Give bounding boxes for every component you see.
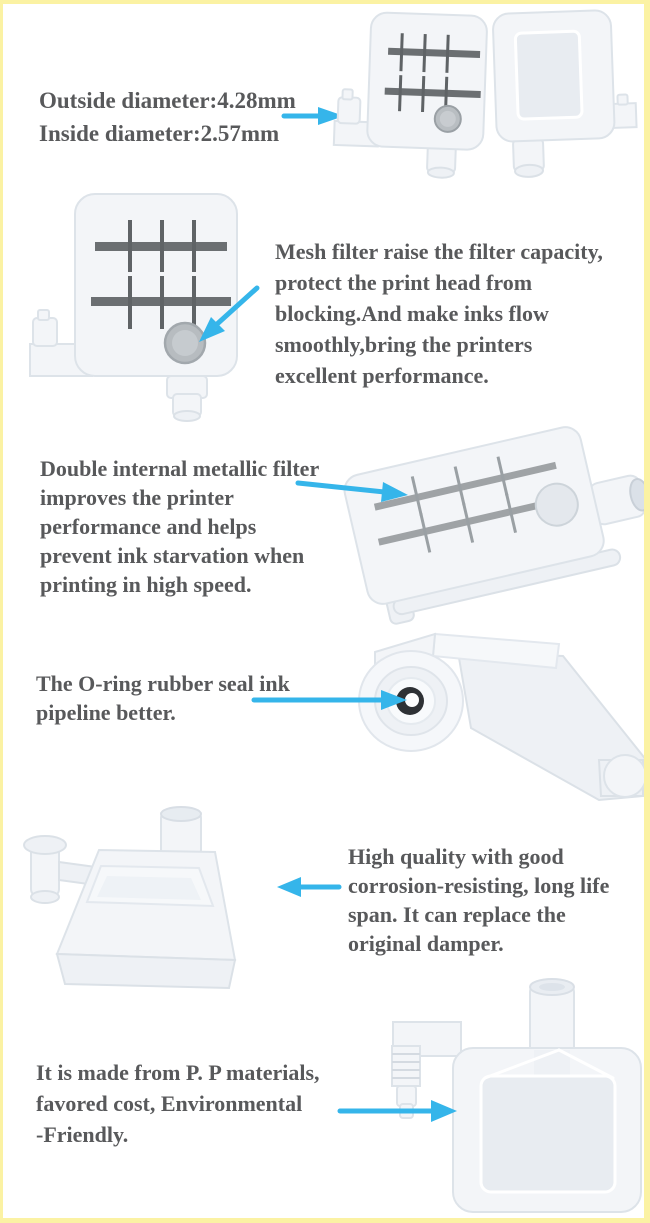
text-line: Double internal metallic filter — [40, 456, 320, 481]
damper-body — [366, 11, 488, 151]
mesh-filter-text: Mesh filter raise the filter capacity, p… — [275, 236, 603, 391]
text-line: High quality with good — [348, 844, 564, 869]
inlet-cap — [23, 835, 67, 855]
damper-tilted — [343, 426, 644, 625]
mesh-grid — [373, 456, 569, 553]
damper-tilted-photo — [343, 426, 644, 625]
arrow-left-icon — [277, 877, 342, 897]
inlet-nub — [616, 93, 629, 106]
mesh-grid — [91, 220, 231, 329]
damper-lying-flat-photo — [23, 806, 237, 990]
inside-diameter-label: Inside diameter:2.57mm — [39, 121, 280, 146]
text-line: It is made from P. P materials, — [36, 1060, 320, 1085]
text-line: excellent performance. — [275, 363, 489, 388]
ridge-line — [483, 1048, 561, 1080]
text-line: Mesh filter raise the filter capacity, — [275, 239, 603, 264]
text-line: blocking.And make inks flow — [275, 301, 549, 326]
text-line: protect the print head from — [275, 270, 533, 295]
text-line: original damper. — [348, 931, 504, 956]
back-recess — [513, 29, 584, 121]
high-quality-text: High quality with good corrosion-resisti… — [348, 842, 609, 958]
text-line: The O-ring rubber seal ink — [36, 671, 290, 696]
text-line: favored cost, Environmental — [36, 1091, 303, 1116]
text-line: span. It can replace the — [348, 902, 566, 927]
threaded-connector — [391, 1045, 421, 1087]
o-ring-text: The O-ring rubber seal ink pipeline bett… — [36, 669, 290, 727]
dimensions-text: Outside diameter:4.28mm Inside diameter:… — [39, 84, 296, 150]
back-recess — [479, 1074, 617, 1194]
text-line: corrosion-resisting, long life — [348, 873, 610, 898]
damper-front-large-photo — [29, 193, 238, 422]
mesh-grid — [384, 33, 481, 113]
text-line: printing in high speed. — [40, 572, 252, 597]
text-line: smoothly,bring the printers — [275, 332, 533, 357]
arrow-right-icon — [295, 480, 408, 502]
inlet-hole — [405, 693, 419, 707]
outside-diameter-label: Outside diameter:4.28mm — [39, 88, 296, 113]
inlet-connector — [336, 96, 362, 125]
inlet-nub — [341, 88, 354, 101]
text-line: -Friendly. — [36, 1122, 129, 1147]
top-arm — [431, 632, 561, 670]
ridge-line — [557, 1048, 615, 1080]
text-line: prevent ink starvation when — [40, 543, 305, 568]
inlet-nub — [37, 309, 50, 321]
bottom-hook — [603, 754, 644, 798]
text-line: improves the printer — [40, 485, 234, 510]
damper-front — [332, 11, 488, 179]
damper-back-bottom-photo — [391, 978, 642, 1213]
damper-back — [492, 9, 638, 178]
damper-oring-end-photo — [358, 632, 644, 802]
double-filter-text: Double internal metallic filter improves… — [40, 454, 319, 599]
damper-front-and-back-photo — [332, 9, 638, 179]
inlet-connector — [32, 317, 58, 347]
text-line: performance and helps — [40, 514, 257, 539]
body-skirt — [55, 952, 237, 990]
text-line: pipeline better. — [36, 700, 176, 725]
arrow-right-icon — [251, 690, 407, 710]
mesh-filter-disc — [534, 482, 579, 527]
material-text: It is made from P. P materials, favored … — [36, 1057, 320, 1150]
arrow-right-icon — [281, 107, 344, 125]
arrow-right-icon — [337, 1100, 457, 1122]
arrow-down-left-icon — [199, 285, 260, 342]
